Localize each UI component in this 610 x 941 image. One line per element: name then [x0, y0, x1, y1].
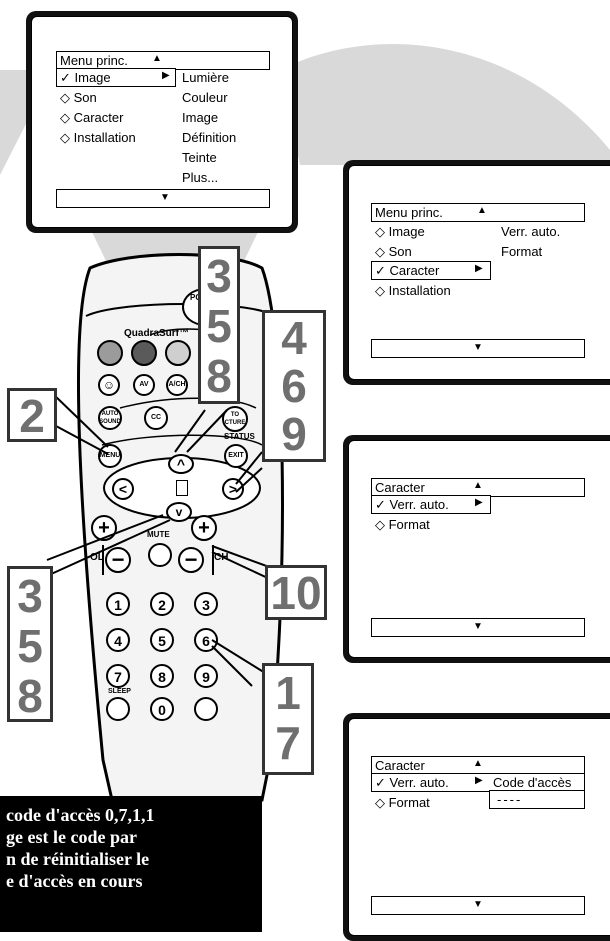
step-box-358-top: 3 5 8 [198, 246, 240, 404]
step-7: 7 [265, 720, 311, 766]
step-1: 1 [265, 670, 311, 716]
step-box-2: 2 [7, 388, 57, 442]
step-5: 5 [201, 303, 237, 349]
step-10: 10 [268, 570, 324, 616]
step-box-17: 1 7 [262, 663, 314, 775]
step-6: 6 [265, 363, 323, 409]
caption-line-3: n de réinitialiser le [6, 848, 256, 870]
step-4: 4 [265, 315, 323, 361]
step-box-469: 4 6 9 [262, 310, 326, 462]
step-9: 9 [265, 411, 323, 457]
step-2: 2 [10, 393, 54, 439]
caption-box: code d'accès 0,7,1,1 ge est le code par … [0, 796, 262, 932]
step-box-10: 10 [265, 565, 327, 620]
caption-line-2: ge est le code par [6, 826, 256, 848]
caption-line-4: e d'accès en cours [6, 870, 256, 892]
step-3-bottom: 3 [10, 573, 50, 619]
step-8: 8 [201, 353, 237, 399]
step-box-358-bottom: 3 5 8 [7, 566, 53, 722]
step-5-bottom: 5 [10, 623, 50, 669]
caption-line-1: code d'accès 0,7,1,1 [6, 804, 256, 826]
step-3: 3 [201, 253, 237, 299]
step-8-bottom: 8 [10, 673, 50, 719]
